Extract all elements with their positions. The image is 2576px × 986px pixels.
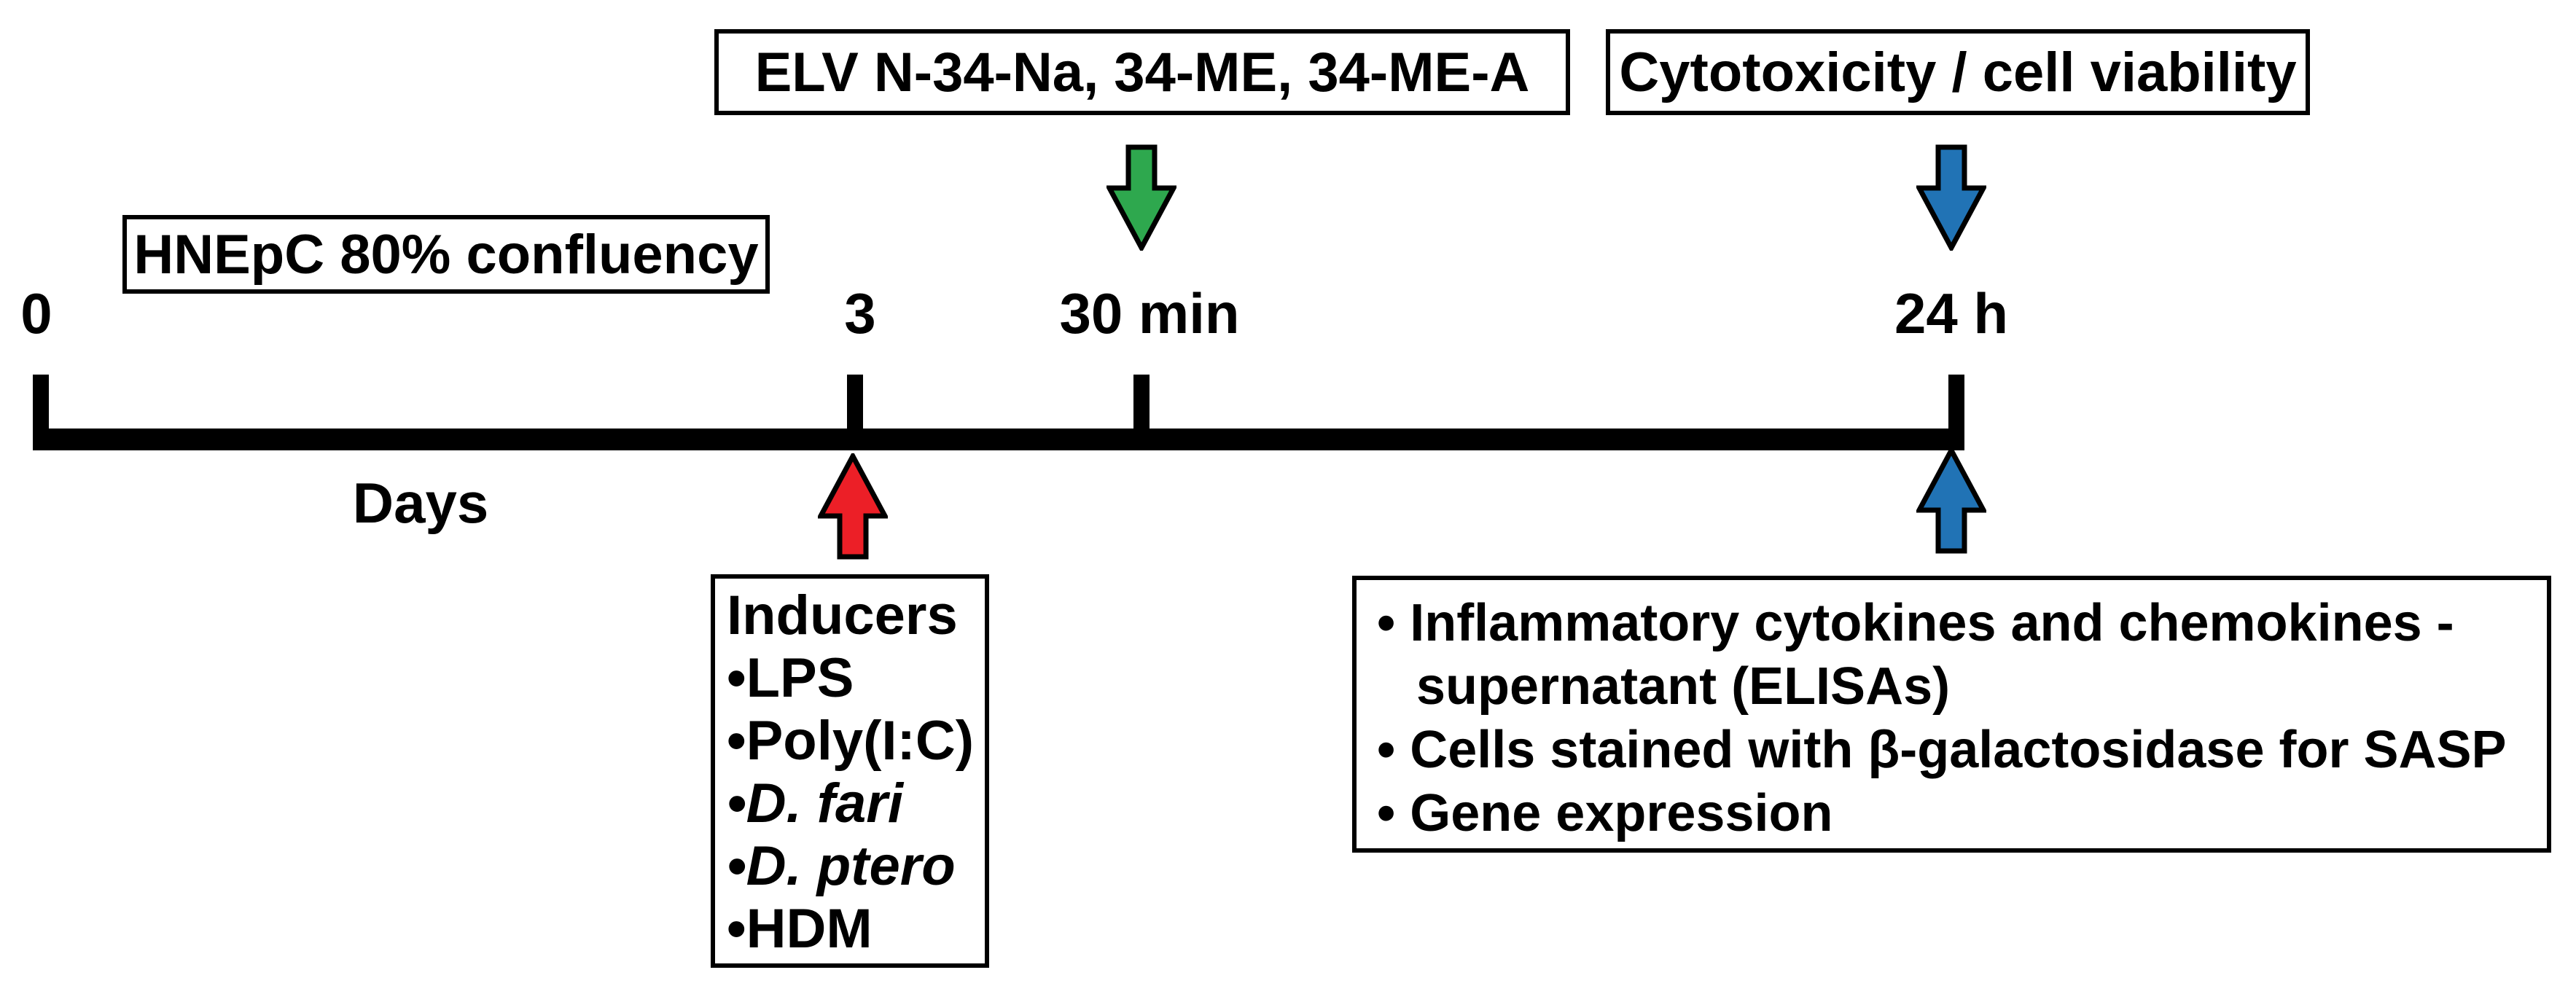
timeline-tick-30min: [1133, 375, 1150, 450]
blue-up-arrow-shape: [1916, 447, 1986, 554]
blue-down-arrow-icon: [1916, 144, 1986, 251]
timeline-label-day0: 0: [20, 281, 52, 345]
timeline-label-30min: 30 min: [1059, 281, 1240, 345]
timeline-label-day3: 3: [844, 281, 876, 345]
readout-line-gene-expression: • Gene expression: [1377, 784, 1833, 842]
blue-down-arrow-shape: [1916, 144, 1986, 251]
red-up-arrow-icon: [818, 453, 888, 560]
timeline-tick-24h: [1948, 375, 1964, 450]
timeline-axis-label: Days: [352, 471, 489, 535]
timeline-tick-day0: [33, 375, 49, 450]
elv-treatment-label: ELV N-34-Na, 34-ME, 34-ME-A: [754, 41, 1530, 103]
readout-line-supernatant: supernatant (ELISAs): [1416, 657, 1951, 716]
inducer-item-lps: •LPS: [727, 647, 854, 709]
inducers-box: Inducers •LPS •Poly(I:C) •D. fari •D. pt…: [711, 574, 989, 968]
readouts-box: • Inflammatory cytokines and chemokines …: [1352, 576, 2551, 853]
inducer-item-polyic: •Poly(I:C): [727, 710, 975, 772]
inducer-item-d-fari: •D. fari: [727, 772, 903, 834]
inducer-item-hdm: •HDM: [727, 898, 873, 960]
timeline-label-24h: 24 h: [1894, 281, 2009, 345]
readout-line-cytokines: • Inflammatory cytokines and chemokines …: [1377, 594, 2454, 652]
inducers-title: Inducers: [727, 584, 958, 646]
inducer-item-d-ptero: •D. ptero: [727, 835, 956, 897]
readout-line-galactosidase: • Cells stained with β-galactosidase for…: [1377, 721, 2507, 779]
timeline-bar: [33, 429, 1964, 450]
cytotoxicity-label: Cytotoxicity / cell viability: [1619, 41, 2297, 103]
confluency-box: HNEpC 80% confluency: [122, 215, 770, 294]
confluency-label: HNEpC 80% confluency: [133, 223, 759, 286]
blue-up-arrow-icon: [1916, 447, 1986, 554]
green-down-arrow-icon: [1106, 144, 1176, 251]
green-down-arrow-shape: [1106, 144, 1176, 251]
red-up-arrow-shape: [818, 453, 888, 560]
elv-treatment-box: ELV N-34-Na, 34-ME, 34-ME-A: [714, 29, 1570, 115]
timeline-tick-day3: [847, 375, 863, 450]
cytotoxicity-box: Cytotoxicity / cell viability: [1606, 29, 2310, 115]
